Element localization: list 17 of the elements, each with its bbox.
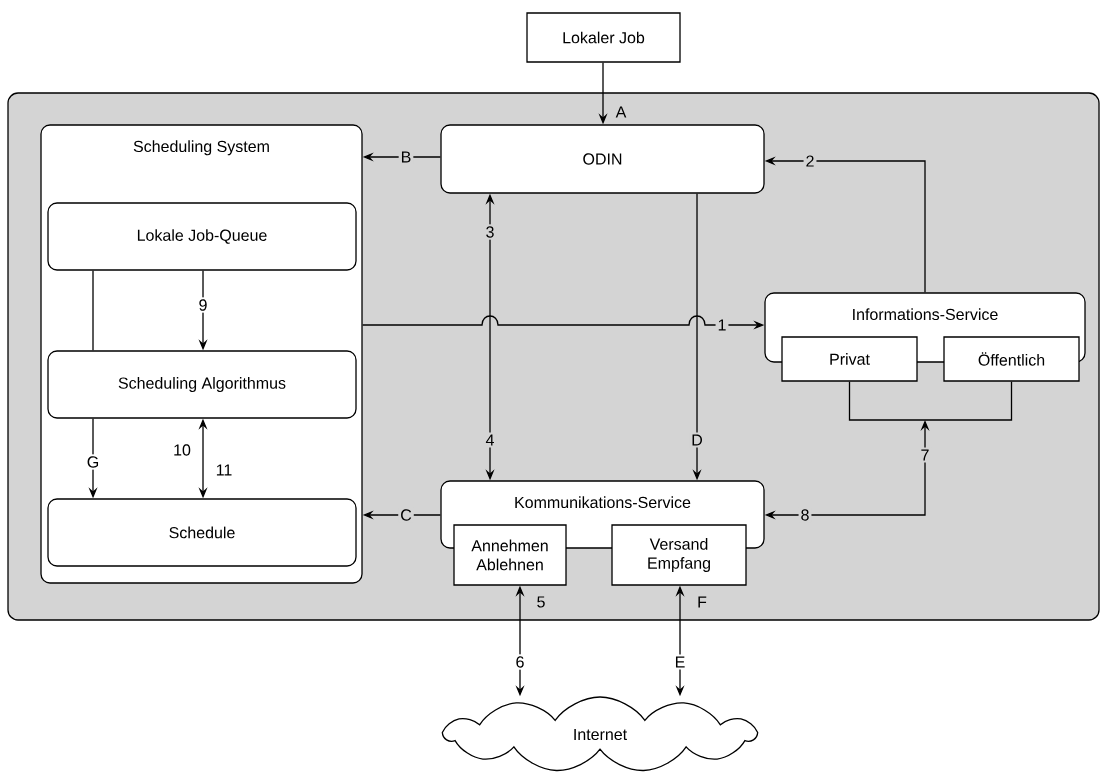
process-box: Versand Empfang (611, 524, 747, 586)
edge-label: 10 (171, 442, 193, 458)
node-label: Informations-Service (853, 308, 998, 321)
process-box: Scheduling Algorithmus (47, 350, 357, 419)
edge-label: C (398, 507, 414, 523)
process-box: Lokaler Job (526, 12, 681, 63)
process-box: Schedule (47, 498, 357, 567)
callout-number: 11 (213, 462, 235, 478)
process-box: Öffentlich (943, 336, 1080, 382)
process-box: Privat (781, 336, 918, 382)
callout-number: 6 (513, 654, 527, 670)
process-box: Lokale Job-Queue (47, 202, 357, 271)
edge-label: D (689, 432, 705, 448)
process-box: ODIN (440, 124, 765, 194)
callout-number: E (672, 654, 688, 670)
process-box: Annehmen Ablehnen (453, 524, 567, 586)
edge-label: F (695, 594, 709, 610)
